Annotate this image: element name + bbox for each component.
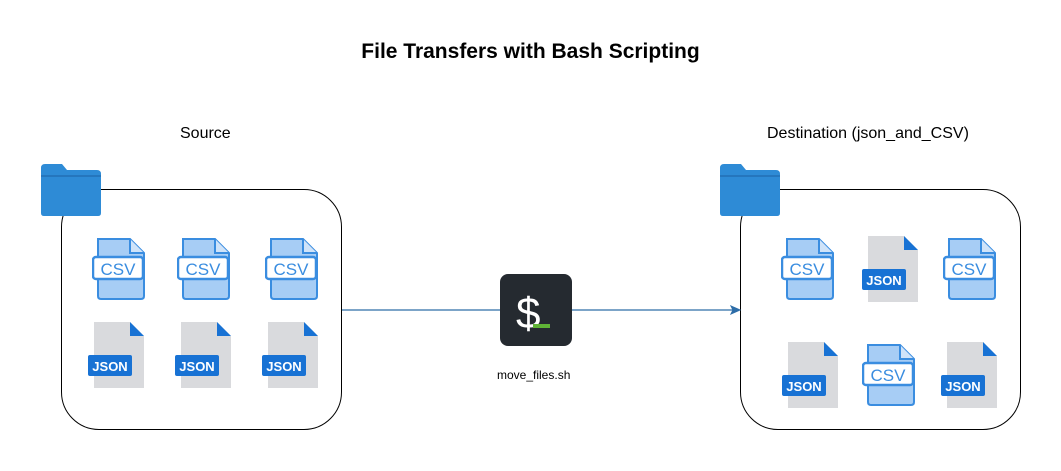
destination-folder-icon xyxy=(720,164,780,216)
script-label: move_files.sh xyxy=(497,368,571,382)
source-json-file-icon: JSON xyxy=(262,322,318,388)
source-csv-file-icon: CSV xyxy=(177,238,230,300)
destination-json-file-icon: JSON xyxy=(862,236,918,302)
file-type-label: JSON xyxy=(179,359,214,374)
source-json-file-icon: JSON xyxy=(175,322,231,388)
terminal-prompt-glyph: $ xyxy=(516,289,540,338)
arrowhead-icon xyxy=(729,304,742,316)
file-type-label: JSON xyxy=(92,359,127,374)
source-label: Source xyxy=(180,125,231,142)
destination-csv-file-icon: CSV xyxy=(862,344,915,406)
destination-json-file-icon: JSON xyxy=(782,342,838,408)
destination-json-file-icon: JSON xyxy=(941,342,997,408)
terminal-icon: $ xyxy=(500,274,572,346)
file-type-label: CSV xyxy=(101,260,137,279)
destination-label: Destination (json_and_CSV) xyxy=(767,125,969,142)
file-type-label: CSV xyxy=(274,260,310,279)
destination-csv-file-icon: CSV xyxy=(781,238,834,300)
file-type-label: CSV xyxy=(790,260,826,279)
file-type-label: CSV xyxy=(871,366,907,385)
source-csv-file-icon: CSV xyxy=(92,238,145,300)
file-type-label: JSON xyxy=(266,359,301,374)
source-folder-icon xyxy=(41,164,101,216)
destination-csv-file-icon: CSV xyxy=(943,238,996,300)
file-type-label: JSON xyxy=(786,379,821,394)
file-type-label: JSON xyxy=(945,379,980,394)
file-type-label: CSV xyxy=(186,260,222,279)
file-type-label: CSV xyxy=(952,260,988,279)
diagram-title: File Transfers with Bash Scripting xyxy=(361,40,700,63)
file-type-label: JSON xyxy=(866,273,901,288)
source-json-file-icon: JSON xyxy=(88,322,144,388)
terminal-cursor xyxy=(533,324,550,328)
source-csv-file-icon: CSV xyxy=(265,238,318,300)
source-container xyxy=(61,189,342,430)
